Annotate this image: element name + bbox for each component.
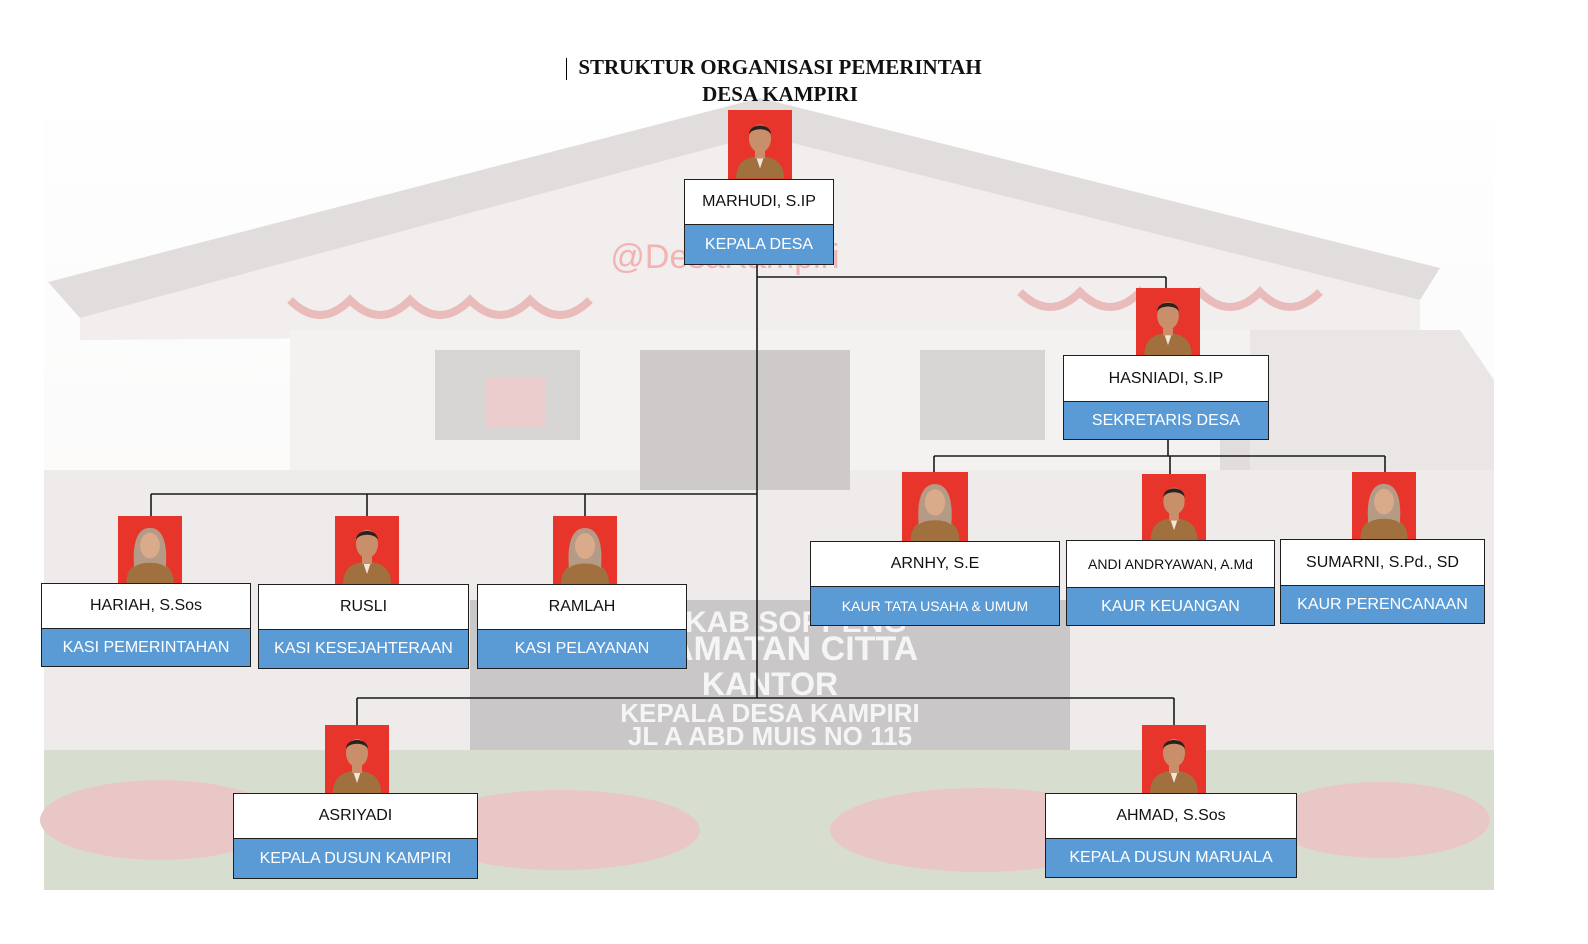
role-box: KEPALA DESA: [684, 225, 834, 265]
photo-hariah: [118, 516, 182, 583]
name-box: MARHUDI, S.IP: [684, 179, 834, 225]
role-box: KASI KESEJAHTERAAN: [258, 630, 469, 669]
photo-hasniadi: [1136, 288, 1200, 355]
role-box: KEPALA DUSUN KAMPIRI: [233, 839, 478, 879]
card-kasi-pemerintahan: HARIAH, S.Sos KASI PEMERINTAHAN: [41, 516, 251, 667]
role-box: KASI PEMERINTAHAN: [41, 629, 251, 667]
role-box: KAUR TATA USAHA & UMUM: [810, 587, 1060, 626]
name-box: HARIAH, S.Sos: [41, 583, 251, 629]
name-box: RAMLAH: [477, 584, 687, 630]
name-box: ASRIYADI: [233, 793, 478, 839]
photo-sumarni: [1352, 472, 1416, 539]
title-line-1: STRUKTUR ORGANISASI PEMERINTAH: [578, 55, 982, 79]
card-kaur-keuangan: ANDI ANDRYAWAN, A.Md KAUR KEUANGAN: [1066, 474, 1275, 626]
photo-ramlah: [553, 516, 617, 584]
photo-ahmad: [1142, 725, 1206, 793]
photo-asriyadi: [325, 725, 389, 793]
name-box: AHMAD, S.Sos: [1045, 793, 1297, 839]
card-kepala-dusun-maruala: AHMAD, S.Sos KEPALA DUSUN MARUALA: [1045, 725, 1297, 878]
card-kasi-pelayanan: RAMLAH KASI PELAYANAN: [477, 516, 687, 669]
card-kaur-perencanaan: SUMARNI, S.Pd., SD KAUR PERENCANAAN: [1280, 472, 1485, 624]
text-cursor: [566, 58, 567, 80]
role-box: KASI PELAYANAN: [477, 630, 687, 669]
card-kepala-desa: MARHUDI, S.IP KEPALA DESA: [684, 110, 834, 265]
role-box: SEKRETARIS DESA: [1063, 402, 1269, 440]
name-box: HASNIADI, S.IP: [1063, 355, 1269, 402]
role-box: KAUR PERENCANAAN: [1280, 586, 1485, 624]
role-box: KEPALA DUSUN MARUALA: [1045, 839, 1297, 878]
card-kepala-dusun-kampiri: ASRIYADI KEPALA DUSUN KAMPIRI: [233, 725, 478, 879]
name-box: RUSLI: [258, 584, 469, 630]
title-line-2: DESA KAMPIRI: [702, 82, 858, 106]
name-box: SUMARNI, S.Pd., SD: [1280, 539, 1485, 586]
photo-andi-andryawan: [1142, 474, 1206, 540]
photo-rusli: [335, 516, 399, 584]
card-kaur-tata-usaha: ARNHY, S.E KAUR TATA USAHA & UMUM: [810, 472, 1060, 626]
name-box: ARNHY, S.E: [810, 541, 1060, 587]
card-sekretaris-desa: HASNIADI, S.IP SEKRETARIS DESA: [1063, 288, 1269, 440]
sign-text-3: KEPALA DESA KAMPIRI: [620, 698, 920, 728]
sign-text-2: KANTOR: [702, 666, 838, 702]
photo-marhudi: [728, 110, 792, 179]
role-box: KAUR KEUANGAN: [1066, 588, 1275, 626]
sign-text-4: JL A ABD MUIS NO 115: [628, 721, 912, 751]
chart-title: STRUKTUR ORGANISASI PEMERINTAH DESA KAMP…: [560, 54, 1000, 108]
card-kasi-kesejahteraan: RUSLI KASI KESEJAHTERAAN: [258, 516, 469, 669]
photo-arnhy: [902, 472, 968, 541]
name-box: ANDI ANDRYAWAN, A.Md: [1066, 540, 1275, 588]
